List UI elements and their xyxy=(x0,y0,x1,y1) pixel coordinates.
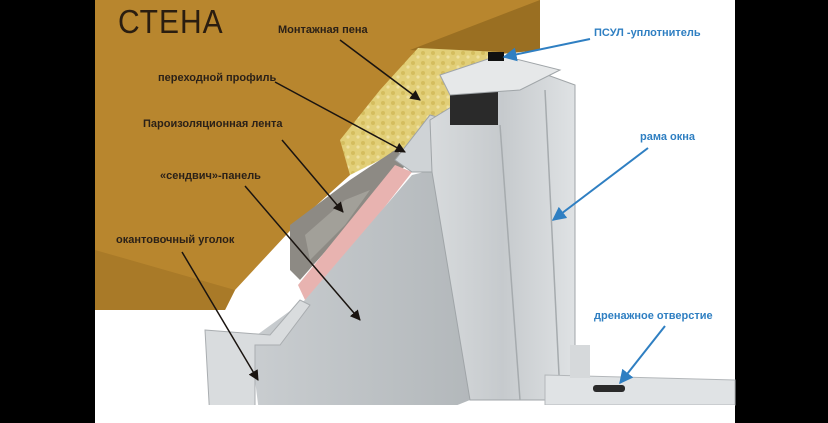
frame-bottom xyxy=(544,374,736,406)
wall-title: СТЕНА xyxy=(118,4,224,41)
sandwich-edge xyxy=(298,165,412,300)
frame-groove-1 xyxy=(499,124,521,401)
arrow-drain-hole xyxy=(619,325,666,385)
foam-label: Монтажная пена xyxy=(278,24,368,36)
transition-profile-label: переходной профиль xyxy=(158,72,277,84)
window-frame-label: рама окна xyxy=(640,131,695,143)
arrow-edging-corner xyxy=(181,251,259,381)
vapor-tape-shine xyxy=(305,190,370,260)
edging-corner-label: окантовочный уголок xyxy=(116,234,235,246)
right-black-bar xyxy=(735,0,828,423)
frame-right-post xyxy=(570,345,590,378)
sealant-label: ПСУЛ -уплотнитель xyxy=(594,27,701,39)
frame-groove-2 xyxy=(544,89,561,396)
drain-hole-label: дренажное отверстие xyxy=(594,310,713,322)
drain-hole xyxy=(593,385,625,392)
bottom-white-band xyxy=(95,405,735,423)
wall-shadow-strip xyxy=(410,0,540,55)
sandwich-panel xyxy=(250,170,470,420)
arrow-transition-profile xyxy=(274,81,406,153)
arrow-vapor-tape xyxy=(281,139,344,213)
arrow-foam xyxy=(339,39,421,101)
sealant-strip xyxy=(488,52,504,61)
vapor-tape-label: Пароизоляционная лента xyxy=(143,118,283,130)
wall-top-face xyxy=(95,250,235,310)
left-black-bar xyxy=(0,0,95,423)
arrow-window-frame xyxy=(551,147,649,221)
arrow-sandwich-panel xyxy=(244,185,361,321)
sandwich-panel-label: «сендвич»-панель xyxy=(160,170,261,182)
arrow-sealant xyxy=(502,38,591,62)
